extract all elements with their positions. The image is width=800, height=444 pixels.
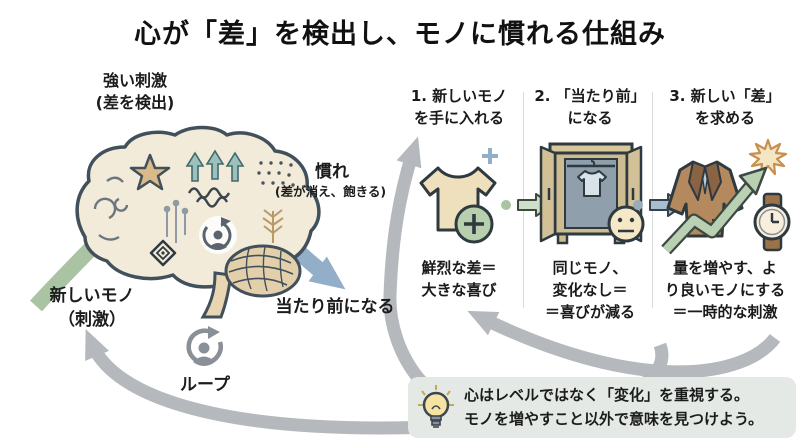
dots-pattern [257,161,295,187]
step1-title: 1. 新しいモノ を手に入れる [410,87,508,127]
insight-note: 心はレベルではなく「変化」を重視する。 モノを増やすこと以外で意味を見つけよう。 [408,377,796,438]
step3-caption: 量を増やす、よ り良いモノにする ＝一時的な刺激 [664,259,786,321]
brain-icon [75,125,321,319]
diamond-icon [149,239,177,267]
insight-note-text: 心はレベルではなく「変化」を重視する。 モノを増やすこと以外で意味を見つけよう。 [464,386,764,428]
loop-icon [186,326,223,366]
cerebellum-icon [224,244,302,298]
step3-title: 3. 新しい「差」 を求める [669,87,781,127]
label-becomes-normal: 当たり前になる [275,297,395,317]
star-icon [129,153,171,191]
watch-icon [753,192,791,252]
swirl-pattern [93,176,129,241]
label-new-thing: 新しいモノ （刺激） [49,286,135,330]
label-habituation-sub: (差が消え、飽きる) [274,184,387,199]
step1-caption: 鮮烈な差＝ 大きな喜び [421,259,497,299]
return-arrow [467,310,781,379]
lightbulb-icon [418,384,454,428]
step2-caption: 同じモノ、 変化なし＝ ＝喜びが減る [544,259,635,321]
label-strong-stimulus: 強い刺激 (差を検出) [95,71,175,112]
sparkle-burst-icon [748,138,788,176]
neutral-face-icon [607,205,645,243]
circuit-pattern [163,199,189,243]
jacket-watch-growth-icon [661,138,791,255]
fern-icon [262,209,284,243]
up-arrows-icon [185,149,245,182]
page-title: 心が「差」を検出し、モノに慣れる仕組み [134,19,666,50]
label-habituation: 慣れ [315,162,349,182]
inner-loop-icon [199,216,237,254]
growth-arrow-icon [661,166,768,255]
wardrobe-neutral-face-icon [539,142,645,245]
step2-title: 2. 「当たり前」 になる [534,87,646,127]
label-loop: ループ [180,375,230,395]
tshirt-plus-icon [419,148,498,244]
